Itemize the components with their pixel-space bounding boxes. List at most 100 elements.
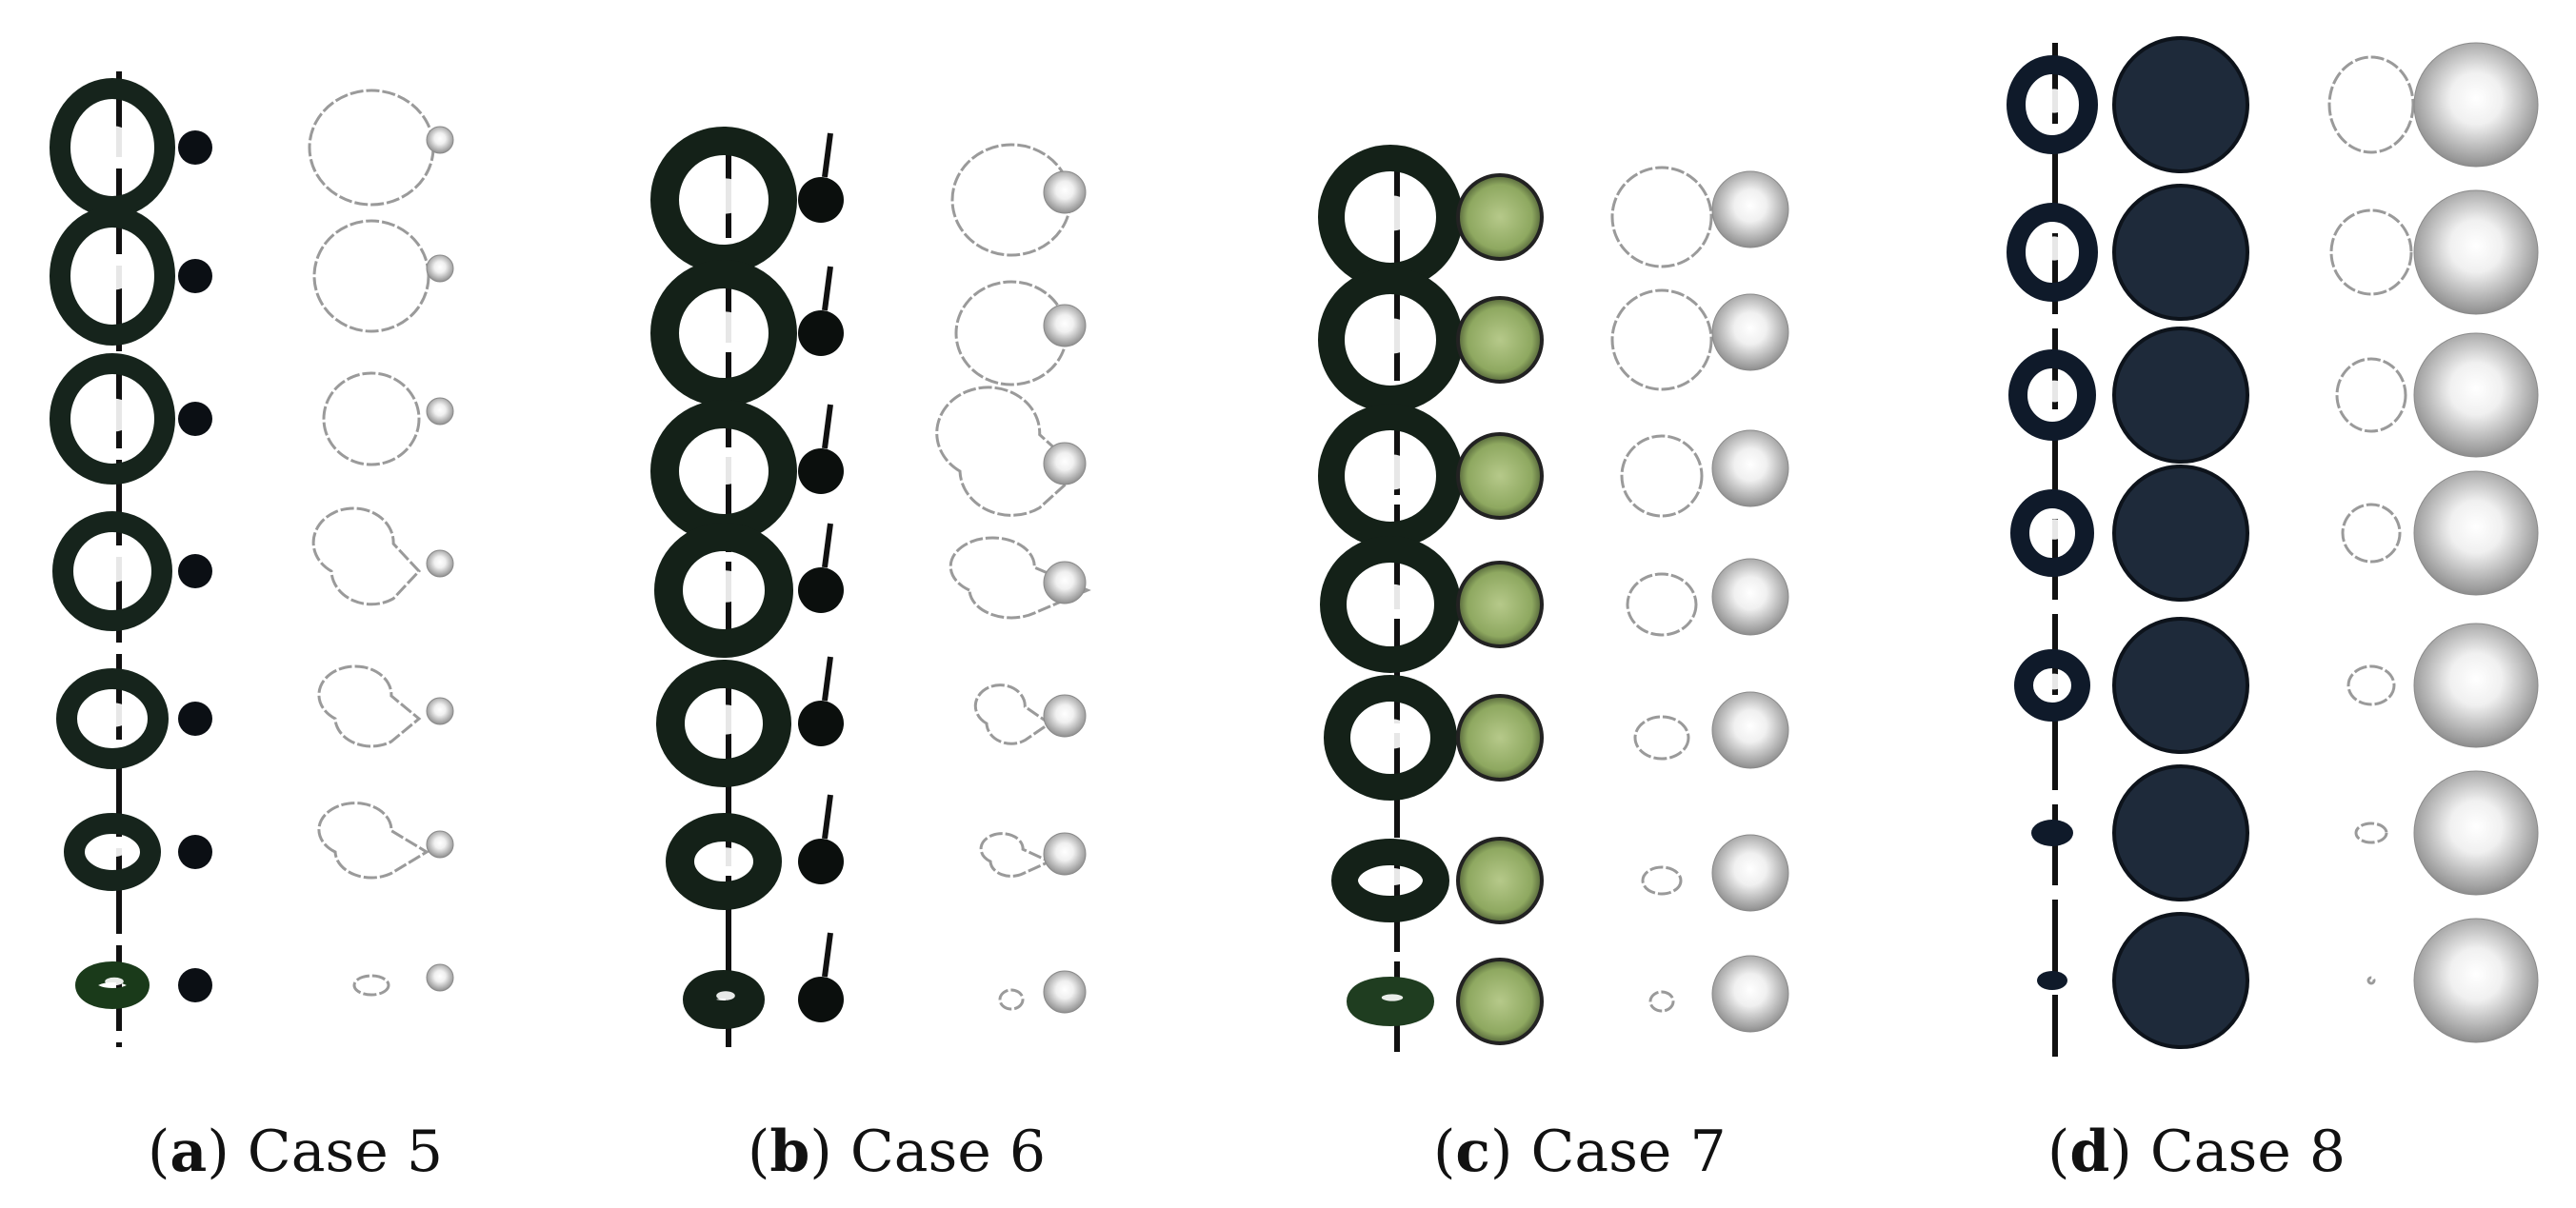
caption-d-letter: d (2069, 1119, 2110, 1185)
particle-dot (178, 554, 212, 588)
bubble-highlight (709, 847, 742, 868)
bubble-highlight (96, 552, 132, 583)
particle-sphere-photo (2112, 617, 2249, 754)
particle-stem (822, 266, 833, 311)
particle-sphere-photo (1456, 694, 1544, 782)
particle-dot (178, 968, 212, 1002)
bubble-ring (56, 668, 169, 769)
sim-particle-sphere (1711, 691, 1789, 769)
sim-bubble-outline (1633, 715, 1690, 761)
bubble-highlight (1376, 868, 1408, 885)
bubble-ring (2014, 649, 2090, 722)
particle-sphere-photo (1456, 432, 1544, 520)
bubble-highlight (1373, 719, 1411, 749)
particle-dot (178, 702, 212, 736)
caption-c-label: Case 7 (1530, 1119, 1727, 1185)
bubble-highlight (101, 840, 128, 857)
particle-dot (798, 977, 844, 1022)
particle-stem (822, 794, 833, 840)
particle-stem (822, 523, 833, 568)
bubble-ring (2007, 203, 2098, 302)
sim-particle-sphere (1043, 561, 1087, 604)
sim-bubble-outline (322, 371, 421, 466)
bubble-ring (1318, 267, 1463, 412)
bubble-ring (50, 353, 175, 485)
bubble-highlight (2044, 673, 2065, 690)
bubble-ring (656, 660, 791, 787)
sim-bubble-outline (1620, 434, 1704, 518)
particle-dot (178, 402, 212, 436)
caption-c: (c) Case 7 (1433, 1119, 1727, 1185)
sim-particle-sphere (1043, 170, 1087, 214)
sim-bubble-outline (308, 89, 435, 207)
bubble-ring (2007, 55, 2098, 154)
bubble-highlight (2041, 89, 2067, 113)
bubble-highlight (1371, 195, 1413, 231)
particle-sphere-photo (2112, 36, 2249, 173)
caption-c-letter: c (1455, 1119, 1490, 1185)
sim-particle-sphere (2413, 770, 2539, 896)
particle-dot (798, 310, 844, 356)
sim-bubble-outline (2354, 822, 2388, 844)
particle-sphere-photo (1456, 296, 1544, 384)
panel-d (2007, 36, 2539, 1057)
bubble-ring (52, 511, 172, 631)
bubble-ring (654, 523, 793, 658)
bubble-ring (64, 813, 161, 891)
sim-bubble-outline (317, 802, 429, 880)
bubble-highlight (2043, 519, 2066, 540)
particle-stem (822, 404, 833, 449)
sim-particle-sphere (2413, 918, 2539, 1043)
sim-particle-sphere (2413, 42, 2539, 168)
sim-particle-sphere (426, 549, 454, 578)
particle-dot (178, 130, 212, 165)
bubble-highlight (105, 977, 124, 986)
bubble-highlight (716, 991, 735, 1000)
sim-particle-sphere (426, 126, 454, 154)
sim-bubble-outline (311, 506, 422, 606)
sim-particle-sphere (426, 830, 454, 859)
sim-bubble-outline (949, 536, 1091, 620)
sim-bubble-outline (2335, 357, 2407, 433)
sim-particle-sphere (1711, 834, 1789, 912)
bubble-ring (1318, 404, 1463, 548)
bubble-highlight (95, 398, 133, 432)
particle-dot (178, 835, 212, 869)
particle-sphere-photo (1456, 958, 1544, 1045)
bubble-highlight (706, 570, 746, 603)
particle-sphere-photo (2112, 465, 2249, 602)
bubble-highlight (705, 311, 747, 347)
bubble-ring (666, 813, 782, 910)
sim-particle-sphere (1711, 170, 1789, 248)
sim-particle-sphere (2413, 332, 2539, 458)
particle-stem (822, 132, 833, 178)
bubble-highlight (705, 450, 747, 485)
sim-bubble-outline (973, 683, 1052, 745)
particle-dot (798, 701, 844, 746)
sim-particle-sphere (426, 397, 454, 426)
panel-c (1318, 145, 1789, 1052)
particle-stem (822, 656, 833, 702)
bubble-ring (650, 127, 797, 273)
bubble-ring (1347, 977, 1434, 1026)
sim-bubble-outline (1610, 288, 1713, 391)
caption-b-label: Case 6 (849, 1119, 1047, 1185)
sim-particle-sphere (1043, 970, 1087, 1014)
bubble-highlight (705, 178, 747, 214)
sim-bubble-outline (935, 386, 1083, 517)
bubble-highlight (98, 703, 130, 727)
sim-particle-sphere (1711, 558, 1789, 636)
bubble-highlight (707, 704, 745, 735)
sim-particle-sphere (1043, 442, 1087, 485)
particle-sphere-photo (1456, 837, 1544, 924)
sim-particle-sphere (1711, 955, 1789, 1033)
sim-bubble-outline (2327, 55, 2415, 154)
caption-b-letter: b (769, 1119, 810, 1185)
sim-particle-sphere (1711, 429, 1789, 507)
panel-b (650, 127, 1091, 1047)
bubble-fragment (2031, 820, 2073, 846)
sim-bubble-outline (1610, 166, 1713, 268)
bubble-ring (1320, 536, 1461, 673)
bubble-highlight (2042, 380, 2067, 403)
particle-sphere-photo (1456, 561, 1544, 648)
